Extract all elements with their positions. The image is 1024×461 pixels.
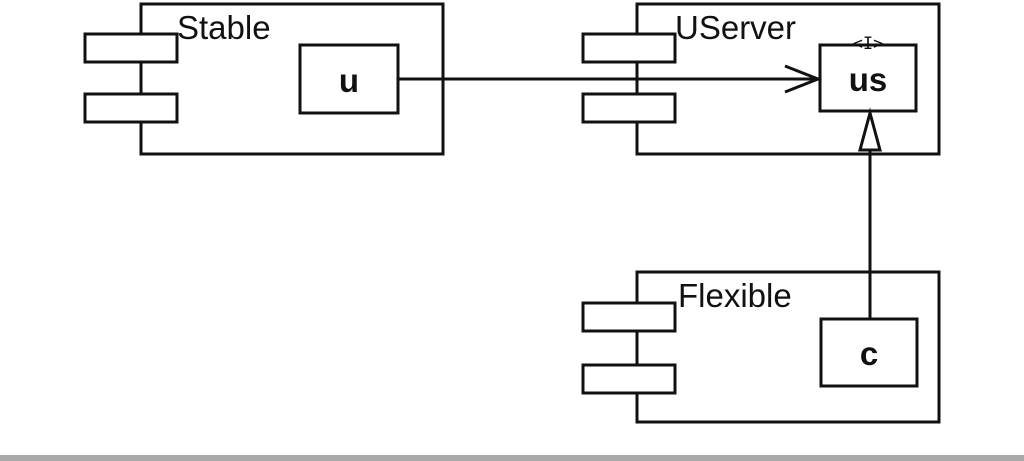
userver-tab-bottom bbox=[583, 94, 675, 122]
component-stable: Stable u bbox=[85, 4, 443, 154]
stable-title: Stable bbox=[177, 9, 271, 46]
userver-tab-top bbox=[583, 34, 675, 62]
userver-port-label: us bbox=[849, 61, 888, 98]
component-flexible: Flexible c bbox=[583, 272, 939, 422]
flexible-tab-top bbox=[583, 303, 675, 331]
flexible-title: Flexible bbox=[678, 277, 792, 314]
stable-port-label: u bbox=[339, 62, 359, 99]
flexible-tab-bottom bbox=[583, 365, 675, 393]
stable-tab-bottom bbox=[85, 94, 177, 122]
userver-title: UServer bbox=[675, 9, 796, 46]
stable-tab-top bbox=[85, 34, 177, 62]
bottom-divider-bar bbox=[0, 455, 1024, 461]
userver-stereotype: <I> bbox=[853, 34, 884, 54]
flexible-port-label: c bbox=[860, 335, 878, 372]
